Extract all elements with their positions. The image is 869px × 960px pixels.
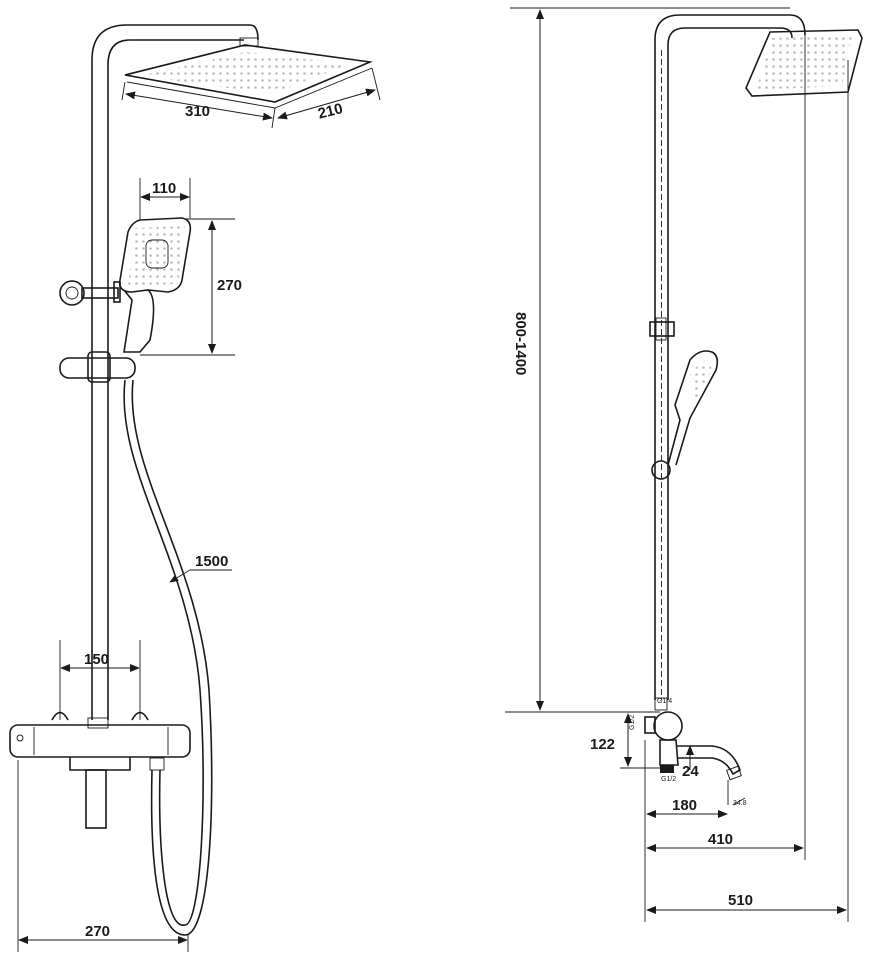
slider-holder bbox=[59, 351, 136, 383]
head-width-dimension bbox=[125, 91, 273, 121]
thermostatic-mixer bbox=[9, 711, 191, 829]
spout-reach-label: 180 bbox=[672, 797, 697, 814]
spout-angle-label: 34.8 bbox=[733, 800, 747, 807]
mixer-width-label: 270 bbox=[85, 923, 110, 940]
head-depth-label: 210 bbox=[316, 100, 344, 123]
mixer-height-label: 122 bbox=[590, 736, 615, 753]
hand-width-label: 110 bbox=[152, 180, 176, 197]
pipe-reach-label: 410 bbox=[708, 831, 733, 848]
hand-shower bbox=[118, 217, 192, 353]
riser-pipe bbox=[91, 24, 259, 720]
head-depth-dimension bbox=[277, 88, 376, 120]
side-view: 800-1400 G1/2 G1/2 G1/4 34 bbox=[505, 7, 863, 922]
hose bbox=[123, 379, 204, 926]
head-reach-label: 510 bbox=[728, 892, 753, 909]
bottom-thread-label: G1/2 bbox=[661, 776, 676, 783]
overhead-shower-side bbox=[745, 29, 863, 97]
mixer-side bbox=[644, 697, 742, 781]
riser-pipe-side bbox=[654, 14, 806, 700]
height-range-label: 800-1400 bbox=[512, 312, 529, 375]
spout-diameter-label: 24 bbox=[682, 763, 699, 780]
hand-shower-side bbox=[667, 350, 719, 466]
slider-side bbox=[651, 460, 671, 480]
wall-bracket-side bbox=[649, 317, 675, 341]
side-thread-label: G1/2 bbox=[629, 715, 636, 730]
hose-length-label: 1500 bbox=[195, 553, 228, 570]
head-width-label: 310 bbox=[185, 103, 210, 120]
top-thread-label: G1/4 bbox=[657, 698, 672, 705]
wall-bracket bbox=[59, 280, 121, 306]
overhead-shower bbox=[124, 37, 374, 109]
front-view: 310 210 110 270 bbox=[9, 24, 381, 952]
inlet-spacing-label: 150 bbox=[84, 651, 109, 668]
hand-height-label: 270 bbox=[217, 277, 242, 294]
